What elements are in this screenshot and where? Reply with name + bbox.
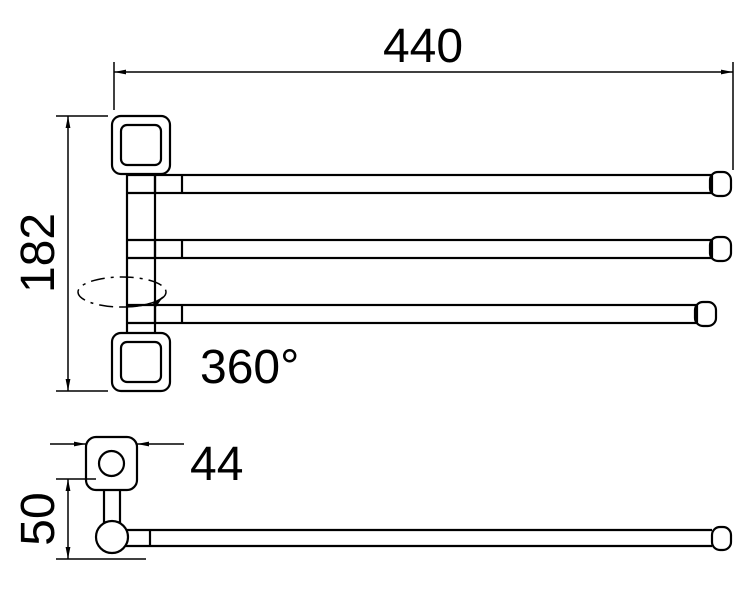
dim-label-plate-width: 44 (190, 438, 243, 491)
dim-label-swivel-range: 360° (200, 341, 299, 394)
side-view: 44 50 (12, 435, 733, 560)
post-circle (97, 449, 126, 478)
bottom-mount-plate-cover (119, 340, 163, 384)
dim-overall-height: 182 (12, 115, 108, 392)
wall-bracket (110, 114, 172, 393)
rotation-indicator: 360° (77, 276, 299, 394)
swivel-arm-1 (153, 170, 733, 198)
dim-overall-width: 440 (113, 20, 734, 170)
swivel-joint-circle (94, 519, 130, 555)
dim-plate-width: 44 (50, 438, 243, 491)
swivel-arm-3 (153, 300, 718, 328)
arm-3-end-cap (693, 300, 718, 328)
arm-3-body (153, 303, 699, 325)
dim-bar-drop: 50 (12, 478, 146, 560)
arm-1-end-cap (708, 170, 733, 198)
hinge-lines (127, 173, 155, 325)
bar-side-view (94, 519, 733, 555)
bottom-mount-plate (110, 331, 172, 393)
mount-plate-outline (84, 435, 139, 492)
mount-plate-top-view (84, 435, 139, 523)
bar-end-cap (710, 525, 733, 552)
front-view: 440 182 (12, 20, 734, 394)
dim-label-overall-width: 440 (383, 20, 463, 73)
dim-label-bar-drop: 50 (12, 492, 65, 545)
arm-1-body (153, 173, 714, 195)
arm-2-end-cap (708, 235, 733, 263)
swivel-arm-2 (153, 235, 733, 263)
rotation-arrow (121, 296, 164, 308)
top-mount-plate-cover (119, 123, 163, 167)
arm-2-body (153, 238, 714, 260)
dim-label-overall-height: 182 (12, 213, 65, 293)
